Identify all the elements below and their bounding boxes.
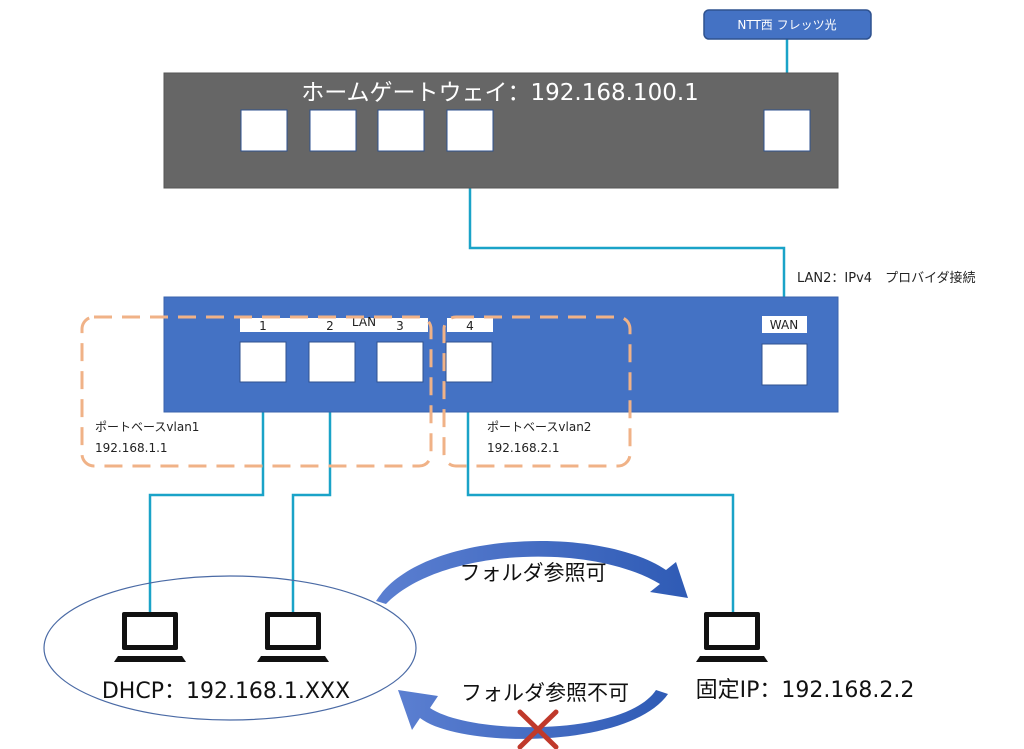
port2-to-pc2-cable — [291, 382, 332, 612]
dhcp-group-ellipse — [43, 575, 417, 721]
port1-to-pc1-cable — [148, 382, 265, 612]
vlan1-boundary — [80, 315, 433, 468]
gateway-port-2 — [309, 109, 357, 152]
connection-label: LAN2：IPv4 プロバイダ接続 — [797, 270, 976, 286]
deny-cross-icon — [517, 709, 559, 749]
gateway-port-4 — [446, 109, 494, 152]
folder-access-denied-arrow — [398, 690, 668, 739]
router-port-2 — [308, 341, 356, 383]
vlan2-boundary — [442, 315, 632, 468]
gateway-lan2-to-router-wan-cable — [468, 152, 786, 344]
wan-label: WAN — [770, 318, 798, 332]
port-number-2: 2 — [326, 319, 334, 333]
port-number-1: 1 — [259, 319, 267, 333]
home-gateway: ホームゲートウェイ：192.168.100.1 — [163, 72, 839, 189]
port-number-4: 4 — [466, 319, 474, 333]
router: 1 2 LAN 3 4 WAN — [163, 296, 839, 413]
vlan2-ip: 192.168.2.1 — [487, 441, 560, 455]
isp-label: NTT西 フレッツ光 — [737, 18, 836, 32]
gateway-port-3 — [377, 109, 425, 152]
cables — [148, 39, 789, 612]
laptop-icon — [696, 612, 768, 662]
vlan2-name: ポートベースvlan2 — [487, 420, 591, 434]
gateway-title: ホームゲートウェイ：192.168.100.1 — [301, 80, 699, 106]
lan-label-strip — [240, 318, 428, 332]
folder-access-denied-label: フォルダ参照不可 — [461, 681, 629, 705]
folder-access-allowed-arrow — [376, 540, 688, 604]
laptop-icon — [114, 612, 186, 662]
router-port-4 — [445, 341, 493, 383]
router-wan-port — [761, 343, 808, 386]
gateway-port-1 — [240, 109, 288, 152]
port4-label-strip — [447, 318, 493, 332]
wan-label-strip — [762, 316, 807, 333]
vlan1-name: ポートベースvlan1 — [95, 420, 199, 434]
port4-to-static-pc-cable — [466, 382, 735, 612]
router-port-3 — [376, 341, 424, 383]
laptop-icon — [257, 612, 329, 662]
folder-access-allowed-label: フォルダ参照可 — [460, 561, 607, 585]
router-port-1 — [239, 341, 287, 383]
vlan1-ip: 192.168.1.1 — [95, 441, 168, 455]
port-number-3: 3 — [396, 319, 404, 333]
gateway-wan-port — [763, 109, 811, 152]
dhcp-label: DHCP：192.168.1.XXX — [102, 679, 350, 704]
static-pc-label: 固定IP：192.168.2.2 — [696, 678, 915, 703]
isp-badge: NTT西 フレッツ光 — [703, 9, 872, 40]
